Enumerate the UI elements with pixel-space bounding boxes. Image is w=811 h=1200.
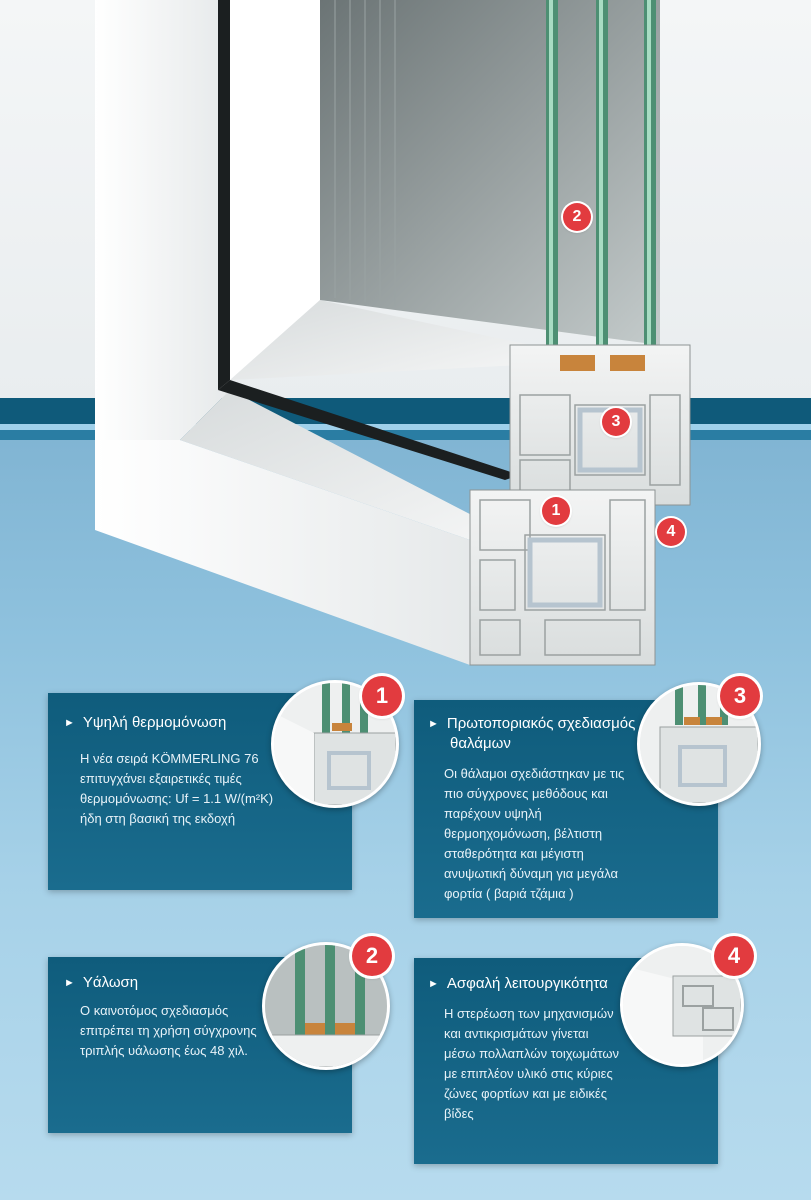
horizontal-band-lower: [0, 430, 811, 440]
feature-text-line: βίδες: [444, 1106, 474, 1121]
triple-glazing: [320, 0, 660, 345]
frame-sill: [95, 440, 470, 665]
feature-title: ►Υψηλή θερμομόνωση: [64, 714, 227, 731]
feature-text-line: θερμομόνωσης: Uf = 1.1 W/(m²K): [80, 791, 274, 806]
feature-text-line: επιτυγχάνει εξαιρετικές τιμές: [80, 771, 242, 786]
feature-text-line: ανυψωτική δύναμη για μεγάλα: [444, 866, 619, 881]
feature-text-line: επιτρέπει τη χρήση σύγχρονης: [80, 1023, 257, 1038]
feature-text-line: Η νέα σειρά KÖMMERLING 76: [80, 751, 259, 766]
feature-title: ►Ασφαλή λειτουργικότητα: [428, 975, 608, 992]
callout-badge-4: 4: [657, 518, 685, 546]
callout-badge-1: 1: [542, 497, 570, 525]
feature-text-line: παρέχουν υψηλή: [444, 806, 542, 821]
feature-title: ►Υάλωση: [64, 974, 139, 991]
feature-text-line: και αντικρισμάτων γίνεται: [444, 1026, 589, 1041]
frame-stile: [95, 0, 230, 440]
feature-text-line: μέσω πολλαπλών τοιχωμάτων: [444, 1046, 619, 1061]
feature-text-line: σταθερότητα και μέγιστη: [444, 846, 584, 861]
window-profile-illustration: [95, 0, 691, 666]
feature-text-line: Ο καινοτόμος σχεδιασμός: [80, 1003, 229, 1018]
feature-text-line: φορτία ( βαριά τζάμια ): [444, 886, 574, 901]
feature-number-badge-2: 2: [352, 936, 392, 976]
feature-text-line: Η στερέωση των μηχανισμών: [444, 1006, 614, 1021]
feature-text-line: θερμοηχομόνωση, βέλτιστη: [444, 826, 603, 841]
feature-panel-safe-operation: ►Ασφαλή λειτουργικότητα Η στερέωση των μ…: [414, 958, 718, 1164]
feature-text-line: ζώνες φορτίων και με ειδικές: [444, 1086, 607, 1101]
triangle-bullet-icon: ►: [428, 718, 439, 730]
callout-badge-3: 3: [602, 408, 630, 436]
feature-number-badge-1: 1: [362, 676, 402, 716]
triangle-bullet-icon: ►: [64, 717, 75, 729]
feature-text-line: τριπλής υάλωσης έως 48 χιλ.: [80, 1043, 248, 1058]
feature-text-line: με επιπλέον υλικό στις κύριες: [444, 1066, 613, 1081]
sash-profile-section: [509, 344, 691, 506]
triangle-bullet-icon: ►: [64, 977, 75, 989]
feature-text-line: Οι θάλαμοι σχεδιάστηκαν με τις: [444, 766, 625, 781]
feature-number-badge-4: 4: [714, 936, 754, 976]
callout-badge-2: 2: [563, 203, 591, 231]
feature-text-line: ήδη στη βασική της εκδοχή: [80, 811, 236, 826]
feature-text-line: πιο σύγχρονες μεθόδους και: [444, 786, 608, 801]
frame-profile-section: [469, 489, 656, 666]
triangle-bullet-icon: ►: [428, 978, 439, 990]
horizontal-band-highlight: [0, 424, 811, 430]
feature-number-badge-3: 3: [720, 676, 760, 716]
